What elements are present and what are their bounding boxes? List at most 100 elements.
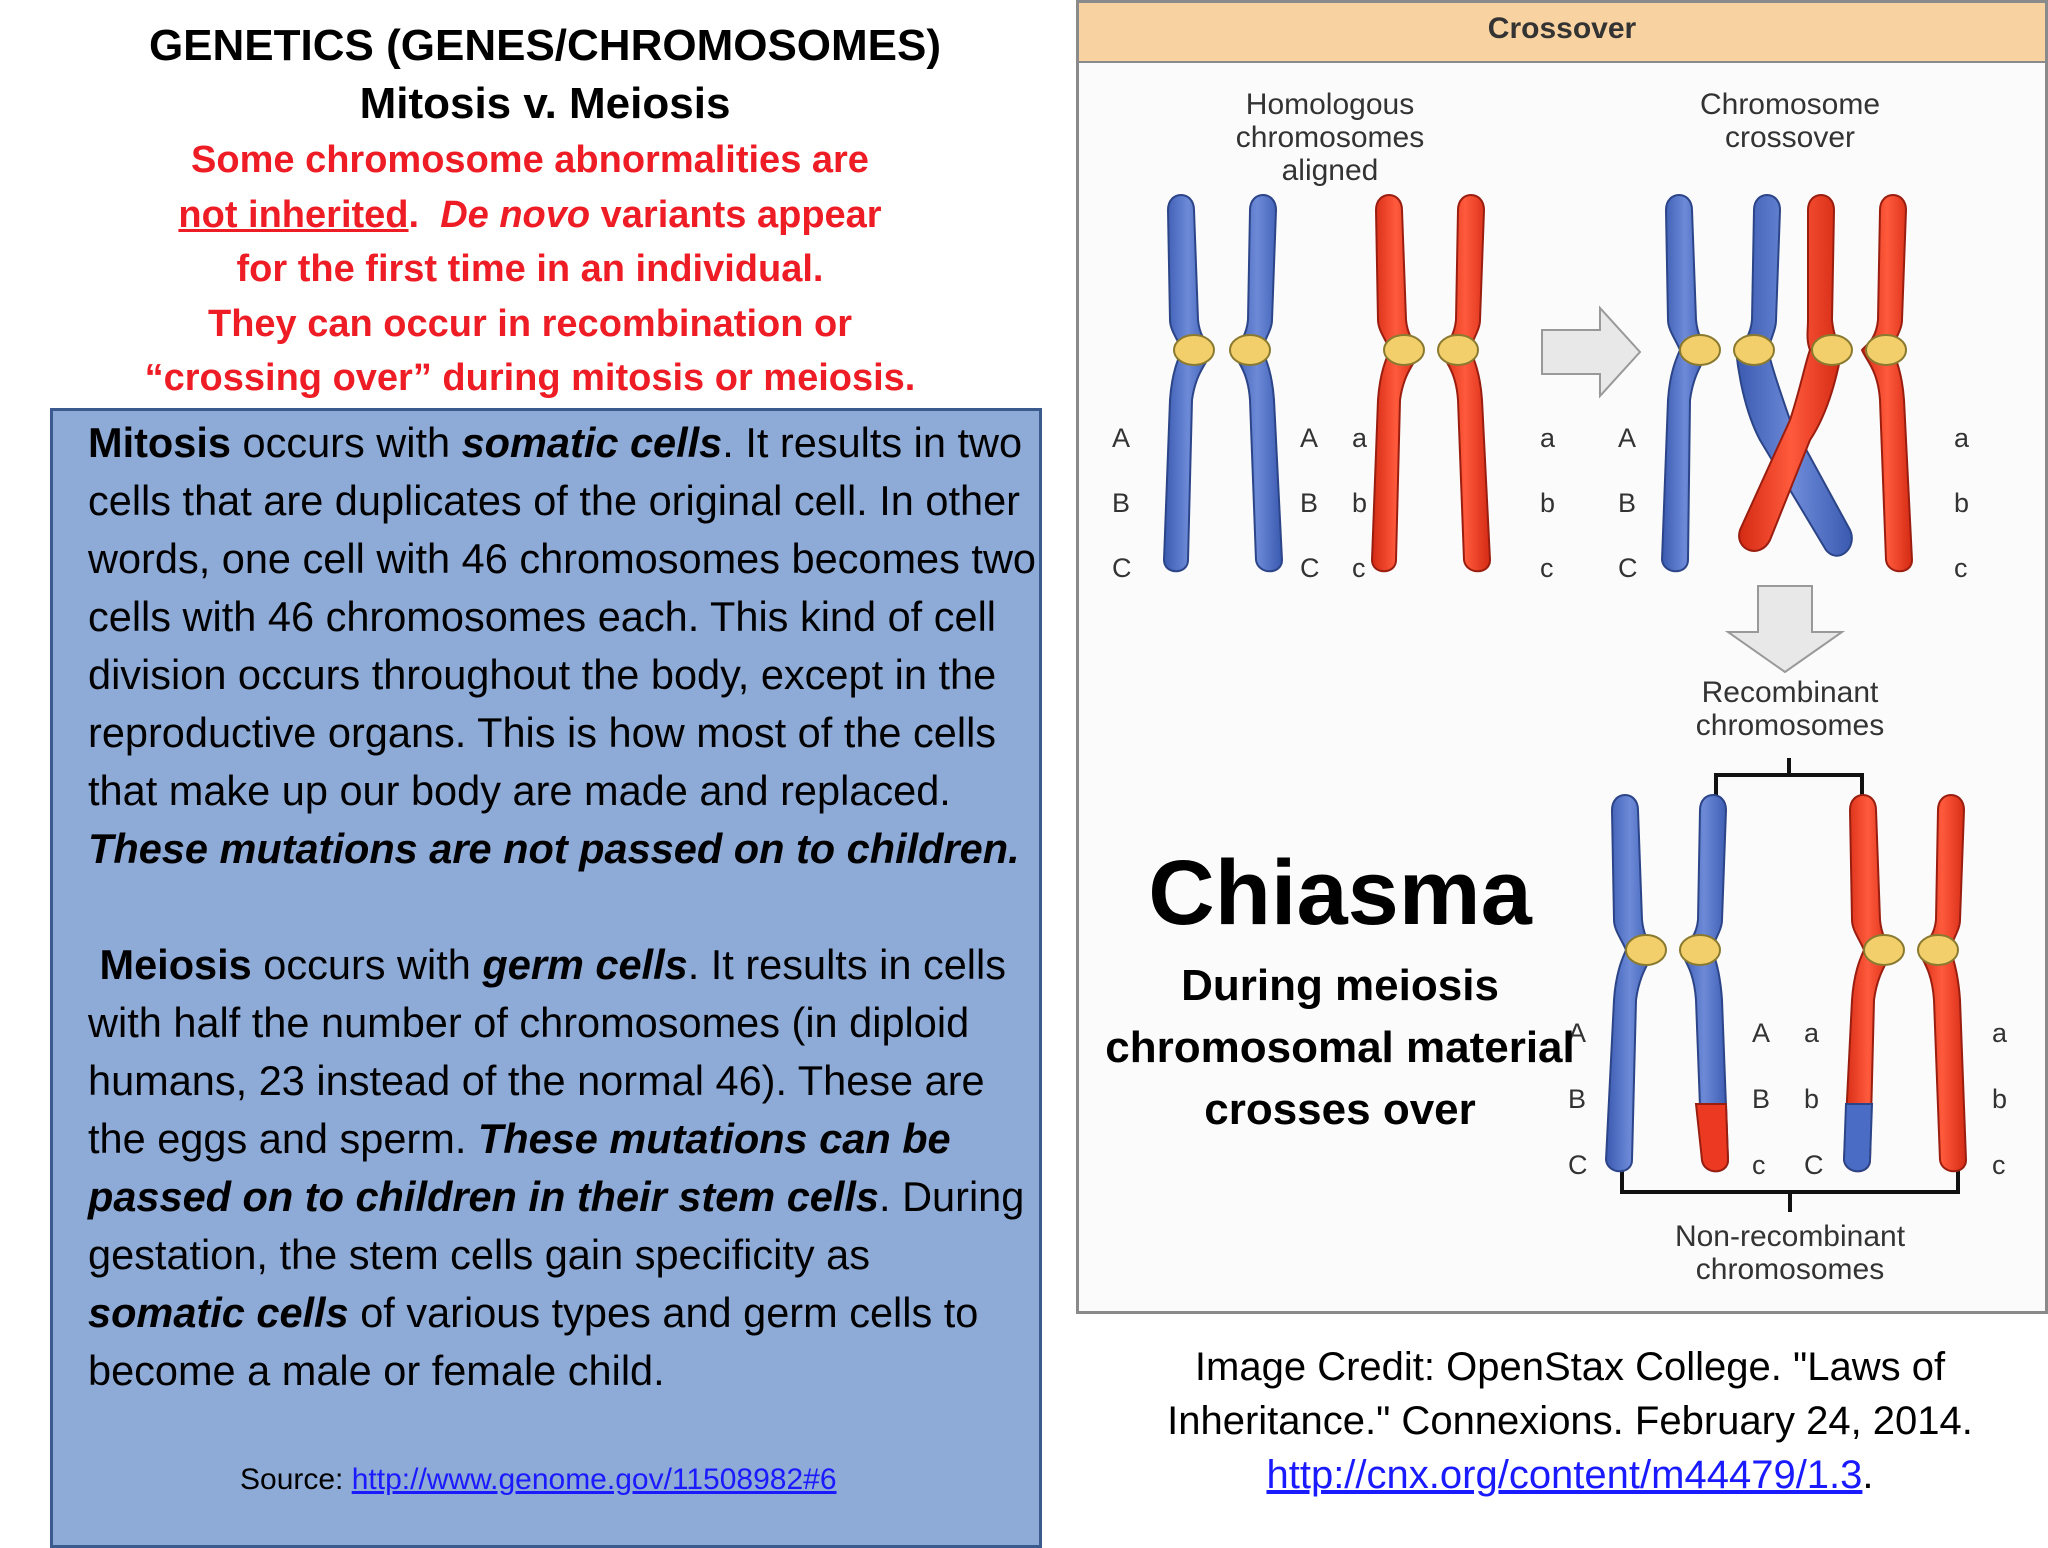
gene-label: B xyxy=(1618,488,1637,518)
meiosis-emphasis: These mutations can be passed on to chil… xyxy=(88,1115,951,1220)
mitosis-cells: somatic cells xyxy=(461,419,723,466)
red-chromosome-pair xyxy=(1370,194,1492,573)
gene-label: B xyxy=(1568,1084,1587,1114)
credit-line-3: http://cnx.org/content/m44479/1.3. xyxy=(1110,1448,2030,1502)
mitosis-term: Mitosis xyxy=(88,419,231,466)
recombinant-bracket xyxy=(1714,758,1864,808)
gene-label: B xyxy=(1752,1084,1771,1114)
result-red-pair xyxy=(1842,794,1968,1173)
gene-label: C xyxy=(1568,1150,1588,1180)
gene-label: a xyxy=(1352,423,1368,453)
meiosis-cells: germ cells xyxy=(482,941,688,988)
mitosis-t1: occurs with xyxy=(230,419,462,466)
meiosis-term: Meiosis xyxy=(99,941,252,988)
red-line-4: They can occur in recombination or xyxy=(207,302,852,345)
gene-label: a xyxy=(1992,1018,2008,1048)
labels-mixed-2: a b C xyxy=(1804,1000,1824,1198)
not-inherited-text: not inherited xyxy=(178,193,409,236)
slide-title: GENETICS (GENES/CHROMOSOMES) xyxy=(148,21,942,70)
caption-line: aligned xyxy=(1281,154,1379,187)
content-text: Mitosis occurs with somatic cells. It re… xyxy=(88,414,1038,1400)
caption-line: Homologous xyxy=(1245,88,1415,121)
caption-line: Non-recombinant xyxy=(1674,1220,1906,1253)
gene-label: B xyxy=(1112,488,1131,518)
gene-label: A xyxy=(1568,1018,1587,1048)
mitosis-t2: . It results in two cells that are dupli… xyxy=(88,419,1036,814)
gene-label: a xyxy=(1954,423,1970,453)
meiosis-t3: . During gestation, the stem cells gain … xyxy=(88,1173,1025,1278)
gene-label: b xyxy=(1804,1084,1820,1114)
gene-label: b xyxy=(1352,488,1368,518)
crossover-chromosomes xyxy=(1660,194,1914,573)
mitosis-emphasis: These mutations are not passed on to chi… xyxy=(88,825,1020,872)
gene-label: C xyxy=(1300,553,1320,583)
red-line-2-rest: variants appear xyxy=(590,193,882,236)
gene-label: C xyxy=(1804,1150,1824,1180)
red-line-5: “crossing over” during mitosis or meiosi… xyxy=(144,357,916,399)
slide-subtitle: Mitosis v. Meiosis xyxy=(359,79,731,128)
gene-label: A xyxy=(1618,423,1637,453)
arrow-down-icon xyxy=(1724,585,1846,674)
gene-label: b xyxy=(1540,488,1556,518)
content-box xyxy=(50,408,1042,1548)
gene-label: C xyxy=(1618,553,1638,583)
caption-nonrecombinant: Non-recombinant chromosomes xyxy=(1640,1220,1940,1286)
chiasma-line: During meiosis xyxy=(1181,961,1499,1010)
credit-link[interactable]: http://cnx.org/content/m44479/1.3 xyxy=(1266,1453,1863,1497)
gene-label: b xyxy=(1954,488,1970,518)
chiasma-heading: Chiasma xyxy=(1148,842,1532,944)
meiosis-t2: . It results in cells with half the numb… xyxy=(88,941,1006,1162)
caption-line: chromosomes xyxy=(1695,1253,1885,1286)
labels-lower-3: a b c xyxy=(1954,406,1969,601)
caption-line: crossover xyxy=(1724,121,1856,154)
source-label: Source: xyxy=(240,1463,352,1496)
red-line-1: Some chromosome abnormalities are xyxy=(191,139,869,181)
labels-lower-1: a b c xyxy=(1352,406,1367,601)
blue-chromosome-pair xyxy=(1162,194,1284,573)
meiosis-paragraph: Meiosis occurs with germ cells. It resul… xyxy=(88,936,1038,1400)
source-citation: Source: http://www.genome.gov/11508982#6 xyxy=(240,1460,837,1500)
labels-lower-2: a b c xyxy=(1540,406,1555,601)
labels-upper-3: A B C xyxy=(1618,406,1638,601)
labels-mixed-1: A B c xyxy=(1752,1000,1770,1198)
credit-line-1: Image Credit: OpenStax College. "Laws of xyxy=(1194,1345,1946,1389)
gene-label: b xyxy=(1992,1084,2008,1114)
caption-crossover: Chromosome crossover xyxy=(1660,88,1920,154)
credit-end: . xyxy=(1862,1453,1874,1497)
caption-line: chromosomes xyxy=(1235,121,1425,154)
labels-upper-4: A B C xyxy=(1568,1000,1588,1198)
source-link[interactable]: http://www.genome.gov/11508982#6 xyxy=(351,1463,837,1496)
arrow-right-icon xyxy=(1541,305,1642,399)
caption-line: Recombinant xyxy=(1701,676,1879,709)
de-novo-text: De novo xyxy=(440,193,591,236)
gene-label: c xyxy=(1954,553,1968,583)
gene-label: B xyxy=(1300,488,1319,518)
gene-label: A xyxy=(1752,1018,1771,1048)
gene-label: c xyxy=(1352,553,1366,583)
gene-label: c xyxy=(1992,1150,2006,1180)
credit-line-2: Inheritance." Connexions. February 24, 2… xyxy=(1167,1399,1973,1443)
red-line-3: for the first time in an individual. xyxy=(236,248,824,290)
red-line-2-punct: . xyxy=(408,193,441,236)
caption-line: Chromosome xyxy=(1699,88,1881,121)
gene-label: a xyxy=(1540,423,1556,453)
labels-upper-1: A B C xyxy=(1112,406,1132,601)
gene-label: A xyxy=(1112,423,1131,453)
gene-label: c xyxy=(1752,1150,1766,1180)
figure-title-band xyxy=(1079,3,2045,63)
gene-label: A xyxy=(1300,423,1319,453)
chiasma-description: During meiosis chromosomal material cros… xyxy=(1090,955,1590,1141)
nonrecombinant-bracket xyxy=(1620,1162,1960,1212)
gene-label: C xyxy=(1112,553,1132,583)
red-intro-text: Some chromosome abnormalities are not in… xyxy=(60,133,1000,406)
gene-label: c xyxy=(1540,553,1554,583)
red-line-2: not inherited. De novo variants appear xyxy=(60,188,1000,243)
labels-lower-4: a b c xyxy=(1992,1000,2007,1198)
image-credit: Image Credit: OpenStax College. "Laws of… xyxy=(1110,1340,2030,1502)
meiosis-t1: occurs with xyxy=(251,941,483,988)
caption-recombinant: Recombinant chromosomes xyxy=(1660,676,1920,742)
result-blue-pair xyxy=(1604,794,1730,1173)
gene-label: a xyxy=(1804,1018,1820,1048)
caption-homologous: Homologous chromosomes aligned xyxy=(1200,88,1460,187)
chiasma-line: crosses over xyxy=(1204,1085,1476,1134)
